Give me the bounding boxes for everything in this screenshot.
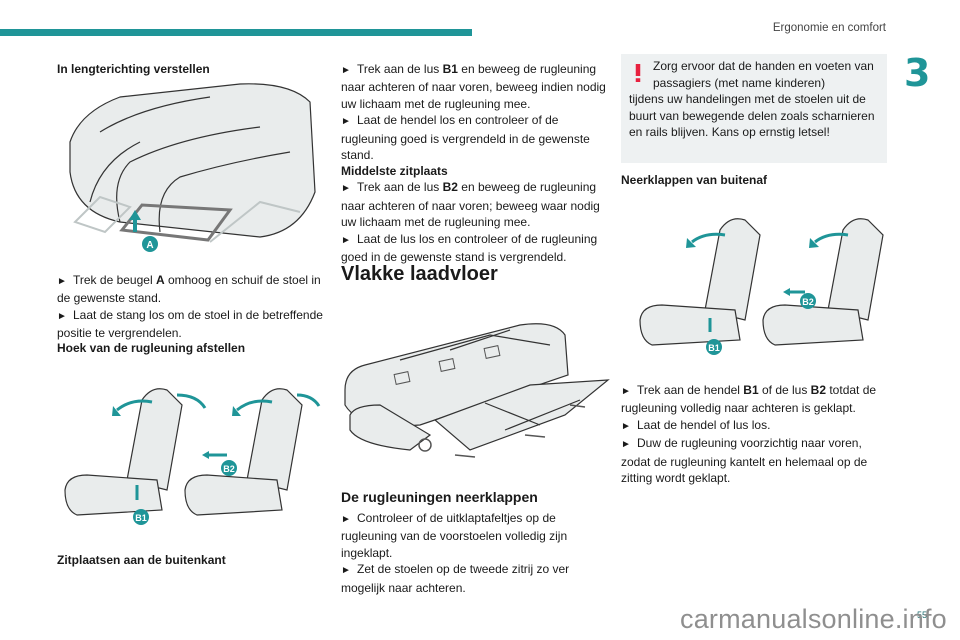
- label-b2: B2: [802, 297, 814, 307]
- label-b1-badge: [133, 509, 149, 525]
- step-item: ►Zet de stoelen op de tweede zitrij zo v…: [341, 562, 570, 595]
- bullet-arrow-icon: ►: [341, 183, 351, 195]
- label-b2: B2: [223, 464, 235, 474]
- heading-flat-floor: Vlakke laadvloer: [341, 263, 498, 285]
- heading-backrest-angle: Hoek van de rugleuning afstellen: [57, 341, 246, 355]
- heading-fold-outside: Neerklappen van buitenaf: [621, 173, 768, 187]
- warning-box: Zorg ervoor dat de handen en voeten van …: [621, 54, 887, 163]
- step-item: ►Trek de beugel A omhoog en schuif de st…: [57, 273, 321, 306]
- chapter-number: 3: [904, 51, 931, 95]
- watermark: carmanualsonline.info: [680, 604, 947, 634]
- label-b1: B1: [708, 343, 720, 353]
- figure-fold-outside: B1 B2: [639, 218, 884, 355]
- bullet-arrow-icon: ►: [341, 514, 351, 525]
- step-item: ►Trek aan de lus B1 en beweeg de rugleun…: [341, 62, 606, 111]
- bullet-arrow-icon: ►: [57, 276, 67, 287]
- bullet-arrow-icon: ►: [341, 116, 351, 128]
- steps-fold-backrests: ►Controleer of de uitklaptafeltjes op de…: [341, 510, 609, 596]
- step-item: ►Controleer of de uitklaptafeltjes op de…: [341, 511, 568, 560]
- bullet-arrow-icon: ►: [621, 420, 631, 432]
- label-b2-badge: [800, 293, 816, 309]
- figure-seat-longitudinal: A: [69, 83, 316, 252]
- step-item: ►Laat de stang los om de stoel in de bet…: [57, 307, 323, 341]
- bullet-arrow-icon: ►: [341, 565, 351, 577]
- steps-fold-outside: ►Trek aan de hendel B1 of de lus B2 totd…: [621, 382, 891, 486]
- figure-backrest-angle: B1 B2: [64, 388, 321, 525]
- steps-longitudinal: ►Trek de beugel A omhoog en schuif de st…: [57, 272, 325, 342]
- step-item: ►Laat de lus los en controleer of de rug…: [341, 231, 598, 265]
- warning-text: Zorg ervoor dat de handen en voeten van …: [629, 59, 875, 140]
- page-number: 55: [917, 610, 928, 620]
- bullet-arrow-icon: ►: [57, 310, 67, 322]
- heading-middle-seat: Middelste zitplaats: [341, 164, 448, 179]
- section-title: Ergonomie en comfort: [772, 22, 886, 34]
- step-item: ►Trek aan de lus B2 en beweeg de rugleun…: [341, 180, 600, 230]
- bullet-arrow-icon: ►: [341, 234, 351, 246]
- label-b1: B1: [135, 513, 147, 523]
- heading-outer-seats: Zitplaatsen aan de buitenkant: [57, 553, 226, 567]
- label-b1-badge: [706, 339, 722, 355]
- steps-outer-seats: ►Trek aan de lus B1 en beweeg de rugleun…: [341, 61, 609, 265]
- step-item: ►Laat de hendel of lus los.: [621, 417, 891, 435]
- label-b2-badge: [221, 460, 237, 476]
- figure-flat-floor: [344, 323, 610, 458]
- step-item: ►Trek aan de hendel B1 of de lus B2 totd…: [621, 383, 877, 416]
- bullet-arrow-icon: ►: [621, 386, 631, 397]
- heading-longitudinal: In lengterichting verstellen: [57, 62, 210, 76]
- bullet-arrow-icon: ►: [621, 439, 631, 451]
- heading-fold-backrests: De rugleuningen neerklappen: [341, 489, 538, 505]
- step-item: ►Laat de hendel los en controleer of de …: [341, 113, 590, 163]
- step-item: ►Duw de rugleuning voorzichtig naar vore…: [621, 436, 868, 486]
- label-a-badge: [142, 236, 158, 252]
- bullet-arrow-icon: ►: [341, 65, 351, 76]
- label-a: A: [146, 240, 153, 251]
- exclamation-icon: [635, 64, 641, 82]
- header-accent-bar: [0, 29, 472, 36]
